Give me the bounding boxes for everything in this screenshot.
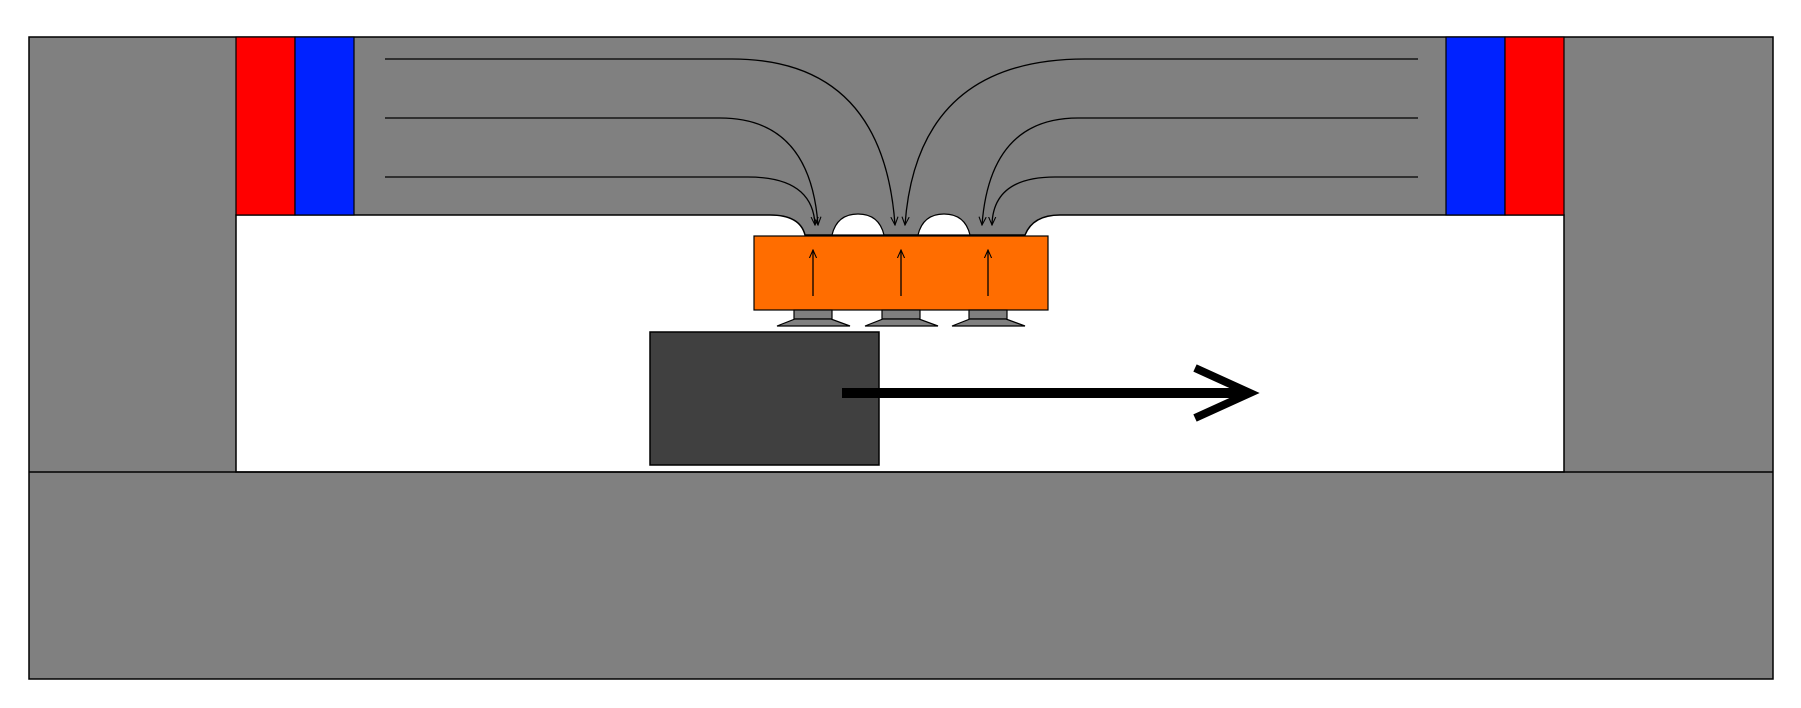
pad-base bbox=[776, 318, 851, 327]
field-lines-right bbox=[905, 58, 1418, 225]
magnet-right-south bbox=[1445, 36, 1506, 216]
field-lines-left bbox=[385, 58, 895, 225]
pad-base bbox=[951, 318, 1026, 327]
field-line bbox=[385, 58, 895, 225]
magnet-right-north bbox=[1504, 36, 1565, 216]
field-line bbox=[992, 176, 1418, 225]
pad-stem bbox=[881, 309, 921, 320]
pole-gap-right bbox=[917, 213, 971, 236]
contact-pads bbox=[776, 309, 1026, 327]
field-line bbox=[982, 117, 1418, 225]
magnet-left-north bbox=[235, 36, 296, 216]
workpiece bbox=[649, 331, 880, 466]
pad-stem bbox=[968, 309, 1008, 320]
magnet-left-south bbox=[294, 36, 355, 216]
field-line bbox=[385, 176, 815, 225]
pad-base bbox=[864, 318, 939, 327]
force-arrows bbox=[813, 250, 988, 296]
motion-arrow-head bbox=[1193, 364, 1260, 422]
pad-stem bbox=[793, 309, 833, 320]
field-line bbox=[385, 117, 818, 225]
pole-gap-left bbox=[831, 213, 885, 236]
field-line bbox=[905, 58, 1418, 225]
motion-arrow bbox=[842, 364, 1260, 422]
housing-frame bbox=[28, 36, 1774, 680]
